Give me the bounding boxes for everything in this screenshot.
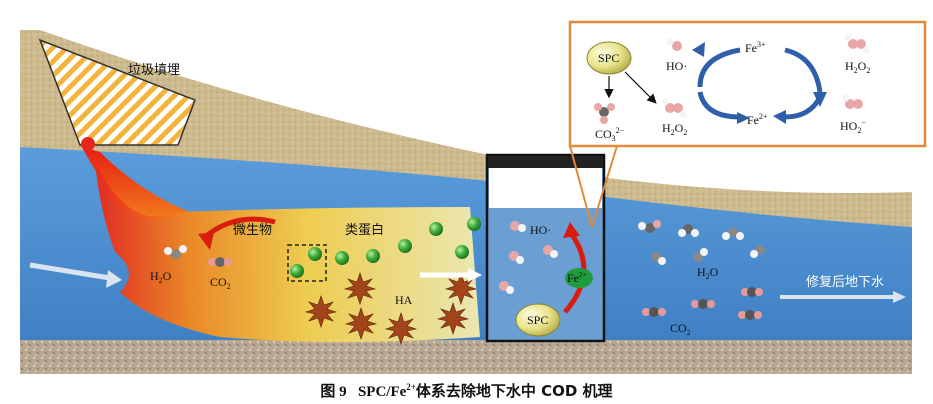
fe-ion bbox=[565, 268, 593, 288]
ha-label: HA bbox=[395, 293, 413, 307]
h2o2-molecule-top bbox=[844, 34, 870, 54]
co3-label: CO32− bbox=[595, 126, 625, 143]
spc-particle-well bbox=[515, 303, 561, 337]
caption-formula: SPC/Fe bbox=[357, 384, 407, 400]
figure-caption: 图 9 SPC/Fe2+体系去除地下水中 COD 机理 bbox=[0, 380, 933, 401]
protein-label: 类蛋白 bbox=[345, 222, 384, 238]
fe-ion-label: Fe2+ bbox=[567, 271, 587, 285]
ha-particles bbox=[304, 272, 478, 345]
leak-point bbox=[81, 137, 95, 151]
h2o-molecule-left bbox=[164, 245, 187, 259]
ho-radical-label-well: HO· bbox=[530, 223, 551, 237]
caption-text: 体系去除地下水中 COD 机理 bbox=[415, 382, 613, 400]
co2-label-right: CO2 bbox=[670, 321, 691, 337]
spc-label-well: SPC bbox=[527, 313, 548, 327]
fe3-label: Fe3+ bbox=[745, 40, 766, 55]
microbe-label: 微生物 bbox=[233, 223, 272, 238]
product-molecules-right bbox=[638, 220, 765, 320]
remediated-label: 修复后地下水 bbox=[806, 275, 884, 290]
h2o2-molecule-mid bbox=[661, 98, 687, 118]
h2o-label-left: H2O bbox=[150, 269, 172, 285]
bedrock-layer bbox=[20, 340, 912, 374]
co2-molecule-left bbox=[208, 257, 232, 267]
inset-connector bbox=[569, 145, 618, 228]
h2o-label-right: H2O bbox=[697, 265, 719, 281]
co3-molecule bbox=[594, 103, 615, 124]
h2o2-label-top: H2O2 bbox=[845, 59, 870, 75]
well-top bbox=[488, 156, 603, 168]
h2o2-molecules-well bbox=[499, 221, 558, 294]
inflow-arrow bbox=[29, 262, 111, 281]
landfill-pit bbox=[38, 38, 196, 146]
caption-fig-number: 图 9 bbox=[320, 384, 347, 400]
caption-formula-sup: 2+ bbox=[406, 382, 416, 392]
mechanism-inset bbox=[568, 20, 927, 148]
ho-radical-label-inset: HO· bbox=[666, 59, 687, 73]
h2o2-label-mid: H2O2 bbox=[662, 121, 687, 137]
co2-label-left: CO2 bbox=[210, 275, 231, 291]
ho2-molecule bbox=[842, 94, 863, 109]
landfill-label: 垃圾填埋 bbox=[128, 63, 180, 78]
ho2-label: HO2− bbox=[840, 118, 866, 135]
ho-radical-molecule bbox=[666, 38, 682, 51]
microbe-box bbox=[287, 244, 327, 282]
spc-particle-inset bbox=[586, 41, 632, 75]
green-particles bbox=[290, 217, 481, 278]
spc-label-inset: SPC bbox=[598, 51, 619, 65]
fe2-label: Fe2+ bbox=[747, 112, 768, 127]
pollutant-tail bbox=[82, 147, 190, 219]
